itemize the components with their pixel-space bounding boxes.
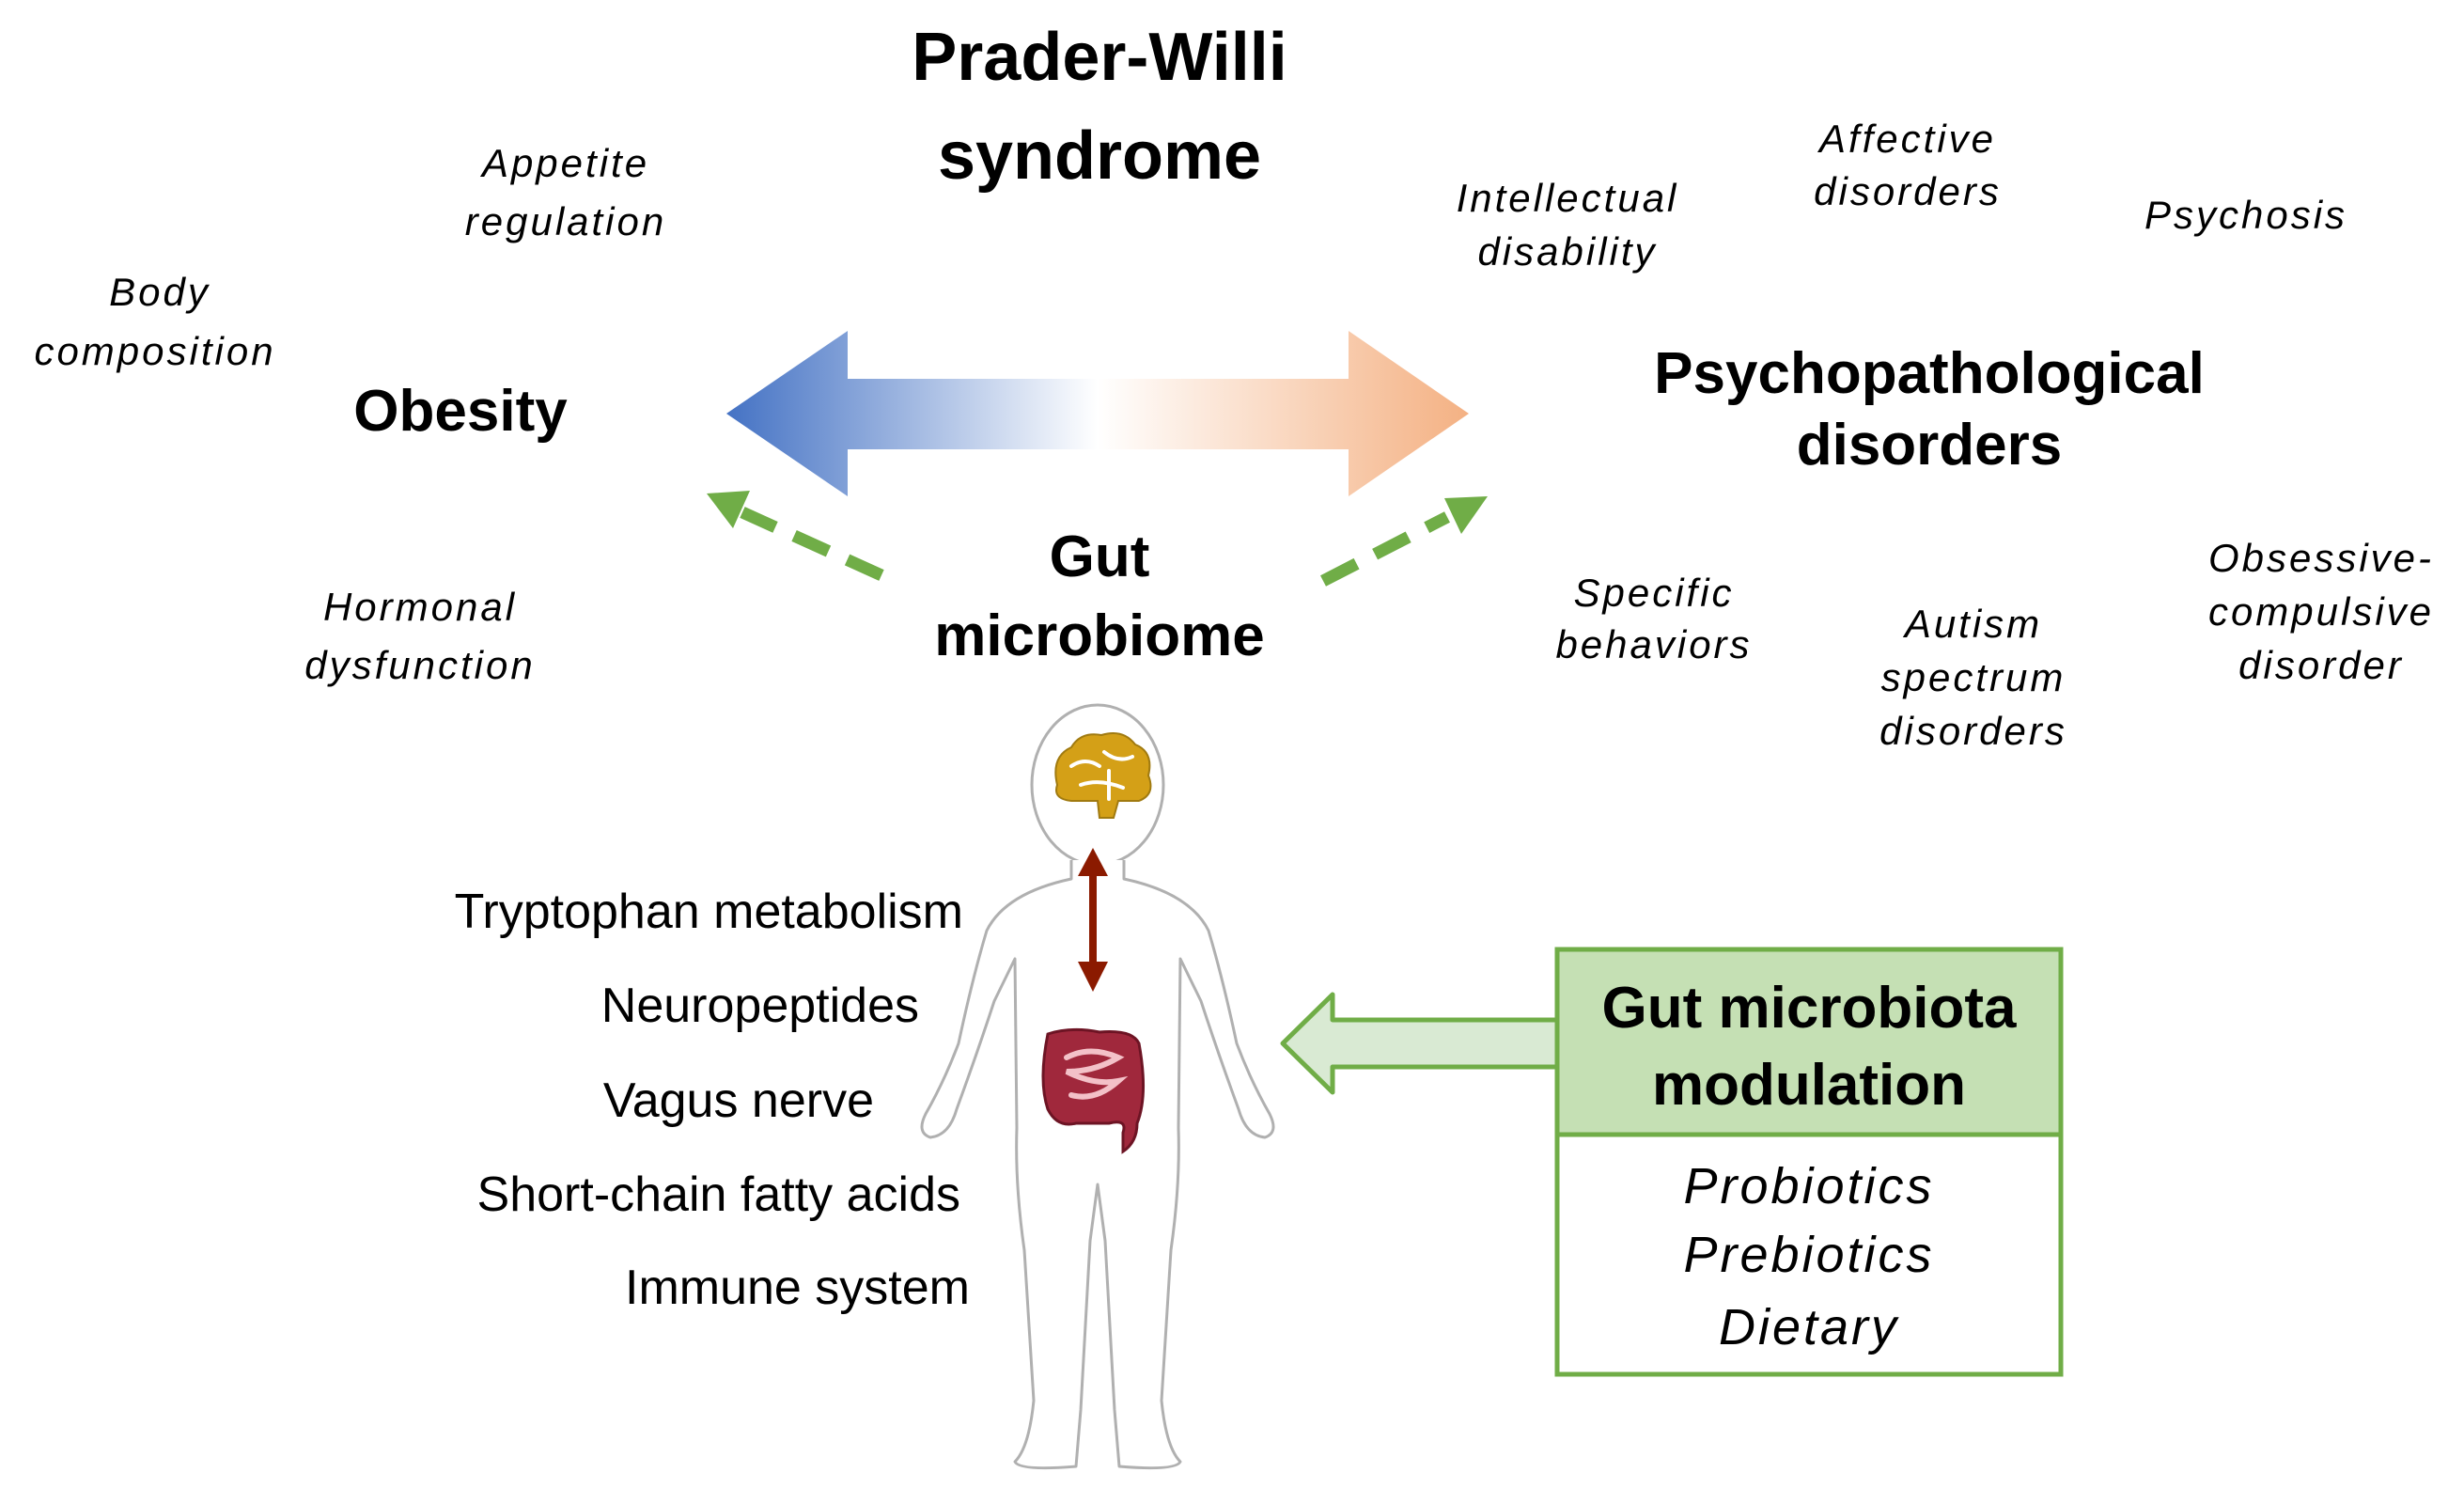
modulation-title-line-2: modulation: [1652, 1053, 1966, 1118]
factor-autism-line-1: Autism: [1902, 602, 2042, 646]
modulation-box: [1554, 947, 2064, 1377]
factor-intellectual-line-2: disability: [1477, 229, 1657, 274]
factor-body-line-1: Body: [109, 270, 211, 314]
mechanism-immune: Immune system: [625, 1261, 970, 1315]
modulation-item-dietary: Dietary: [1719, 1299, 1899, 1355]
factor-appetite-line-2: regulation: [465, 199, 666, 243]
factor-ocd-line-3: disorder: [2238, 643, 2404, 687]
mechanism-scfa: Short-chain fatty acids: [477, 1167, 960, 1222]
factor-body-line-2: composition: [34, 329, 275, 373]
title-line-1: Prader-Willi: [912, 20, 1287, 95]
mechanism-vagus: Vagus nerve: [603, 1073, 874, 1128]
psychopathology-label-line-2: disorders: [1797, 413, 2063, 478]
factor-affective-line-1: Affective: [1817, 117, 1996, 161]
factor-hormonal-line-2: dysfunction: [304, 643, 535, 687]
factor-intellectual-line-1: Intellectual: [1457, 176, 1679, 220]
mechanism-tryptophan: Tryptophan metabolism: [455, 885, 963, 939]
factor-autism-line-3: disorders: [1879, 709, 2067, 753]
modulation-item-prebiotics: Prebiotics: [1683, 1227, 1934, 1283]
intestine-icon: [1041, 1027, 1145, 1154]
double-arrow-icon: [726, 331, 1469, 496]
title-line-2: syndrome: [938, 118, 1261, 194]
obesity-label: Obesity: [353, 379, 568, 444]
factor-hormonal-line-1: Hormonal: [323, 585, 517, 629]
factor-appetite-line-1: Appetite: [479, 141, 649, 185]
factor-psychosis: Psychosis: [2144, 193, 2347, 237]
factor-ocd-line-1: Obsessive-: [2208, 536, 2434, 580]
modulation-title-line-1: Gut microbiota: [1602, 976, 2017, 1041]
factor-specific-line-2: behaviors: [1555, 622, 1752, 666]
block-arrow-icon: [1280, 992, 1563, 1095]
factor-specific-line-1: Specific: [1573, 571, 1734, 615]
factor-affective-line-2: disorders: [1814, 169, 2002, 213]
factor-ocd-line-2: compulsive: [2208, 589, 2434, 634]
gut-microbiome-line-1: Gut: [1050, 525, 1150, 589]
psychopathology-label-line-1: Psychopathological: [1654, 341, 2205, 406]
brain-icon: [1054, 732, 1152, 819]
mechanism-neuropeptides: Neuropeptides: [601, 979, 919, 1033]
gut-microbiome-line-2: microbiome: [934, 603, 1264, 668]
dashed-arrow-left-icon: [707, 491, 884, 581]
modulation-item-probiotics: Probiotics: [1683, 1158, 1934, 1214]
dashed-arrow-right-icon: [1320, 496, 1488, 587]
brain-gut-axis-arrow-icon: [1078, 848, 1108, 992]
factor-autism-line-2: spectrum: [1881, 655, 2066, 699]
